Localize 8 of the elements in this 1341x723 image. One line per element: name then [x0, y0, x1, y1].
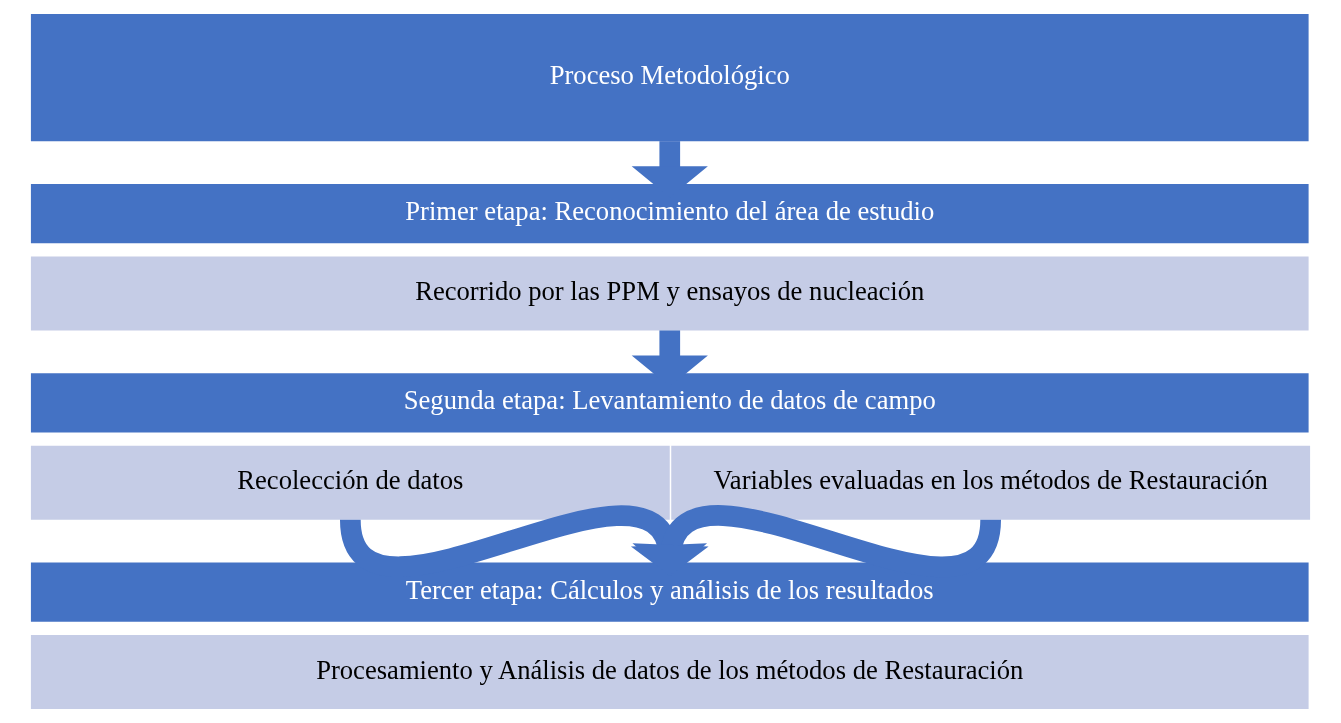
node-box: Procesamiento y Análisis de datos de los métodos de Restauración — [30, 635, 1309, 709]
node-box: Primer etapa: Reconocimiento del área de estudio — [30, 184, 1309, 244]
node-box: Variables evaluadas en los métodos de Restauración — [671, 445, 1311, 520]
node-box: Recorrido por las PPM y ensayos de nucleación — [30, 256, 1309, 331]
node-box: Segunda etapa: Levantamiento de datos de campo — [30, 373, 1309, 433]
node-box: Tercer etapa: Cálculos y análisis de los resultados — [30, 562, 1309, 622]
node-box: Recolección de datos — [30, 445, 670, 520]
node-box: Proceso Metodológico — [30, 14, 1309, 142]
